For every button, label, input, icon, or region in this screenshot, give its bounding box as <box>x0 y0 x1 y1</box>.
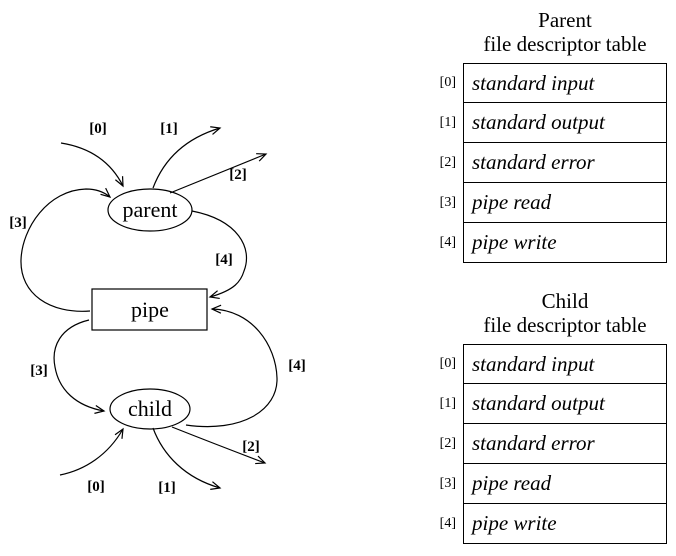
fd-cell: pipe write <box>463 504 667 544</box>
fd-value: pipe write <box>472 511 557 535</box>
table-row: [4] pipe write <box>422 223 667 263</box>
fd-index: [0] <box>439 356 456 371</box>
fd-index: [3] <box>439 476 456 491</box>
fd-cell: standard error <box>463 143 667 183</box>
arrow-child-pipe-read-loop <box>53 319 106 414</box>
parent-fd3-label: [3] <box>9 215 27 231</box>
fd-value: standard input <box>472 351 595 376</box>
child-process-node <box>109 388 191 430</box>
fd-cell: pipe read <box>463 183 667 223</box>
arrow-parent-stdout <box>152 126 222 189</box>
child-fd1-label: [1] <box>158 480 176 496</box>
child-table-title-line2: file descriptor table <box>483 313 647 337</box>
table-row: [3] pipe read <box>422 183 667 223</box>
fd-index: [3] <box>439 195 456 210</box>
fd-cell: standard input <box>463 63 667 103</box>
fd-cell: standard output <box>463 103 667 143</box>
fd-cell: standard input <box>463 344 667 384</box>
child-table-title: Child file descriptor table <box>463 289 667 337</box>
parent-fd1-label: [1] <box>160 121 178 137</box>
fd-value: pipe read <box>472 471 552 495</box>
arrow-parent-stdin <box>60 142 124 188</box>
pipe-node <box>91 288 208 331</box>
child-fd2-label: [2] <box>242 439 260 455</box>
fd-index: [2] <box>439 155 456 170</box>
table-row: [0] standard input <box>422 63 667 103</box>
child-fd-table: [0] standard input [1] standard output [… <box>422 344 667 544</box>
arrow-child-stdin <box>59 427 124 476</box>
fd-value: standard error <box>472 150 595 174</box>
pipe-process-diagram: parent pipe child [0] [1] [2] [3] [4] [3… <box>9 121 306 496</box>
fd-value: standard error <box>472 431 595 455</box>
child-table-title-line1: Child <box>541 289 589 313</box>
fd-index: [0] <box>439 75 456 90</box>
arrow-parent-pipe-write-loop <box>191 210 248 300</box>
arrow-parent-pipe-read-loop <box>20 187 112 312</box>
fd-cell: pipe read <box>463 464 667 504</box>
child-node-label: child <box>128 396 172 421</box>
child-fd3-label: [3] <box>30 363 48 379</box>
parent-table-title: Parent file descriptor table <box>463 8 667 56</box>
fd-value: standard output <box>472 110 605 134</box>
parent-fd2-label: [2] <box>229 167 247 183</box>
arrow-parent-stderr <box>169 153 268 194</box>
table-row: [2] standard error <box>422 143 667 183</box>
parent-table-title-line2: file descriptor table <box>483 32 647 56</box>
table-row: [2] standard error <box>422 424 667 464</box>
child-fd4-label: [4] <box>288 358 306 374</box>
fd-value: standard input <box>472 70 595 95</box>
fd-index: [4] <box>439 235 456 250</box>
parent-fd-table: [0] standard input [1] standard output [… <box>422 63 667 263</box>
parent-node-label: parent <box>123 197 178 222</box>
table-row: [0] standard input <box>422 344 667 384</box>
pipe-node-label: pipe <box>131 297 169 322</box>
parent-fd4-label: [4] <box>215 252 233 268</box>
table-row: [4] pipe write <box>422 504 667 544</box>
fd-value: standard output <box>472 391 605 415</box>
parent-process-node <box>107 188 193 232</box>
arrow-child-stdout <box>152 427 222 490</box>
table-row: [1] standard output <box>422 384 667 424</box>
fd-index: [4] <box>439 516 456 531</box>
fd-cell: standard error <box>463 424 667 464</box>
table-row: [3] pipe read <box>422 464 667 504</box>
fd-index: [1] <box>439 396 456 411</box>
fd-value: pipe read <box>472 190 552 214</box>
parent-table-title-line1: Parent <box>538 8 592 32</box>
fd-index: [2] <box>439 436 456 451</box>
parent-fd0-label: [0] <box>89 121 107 137</box>
arrow-child-stderr <box>171 426 267 465</box>
table-row: [1] standard output <box>422 103 667 143</box>
fd-cell: pipe write <box>463 223 667 263</box>
fd-index: [1] <box>439 115 456 130</box>
fd-cell: standard output <box>463 384 667 424</box>
child-fd0-label: [0] <box>87 479 105 495</box>
fd-value: pipe write <box>472 230 557 254</box>
arrow-child-pipe-write-loop <box>185 304 278 428</box>
